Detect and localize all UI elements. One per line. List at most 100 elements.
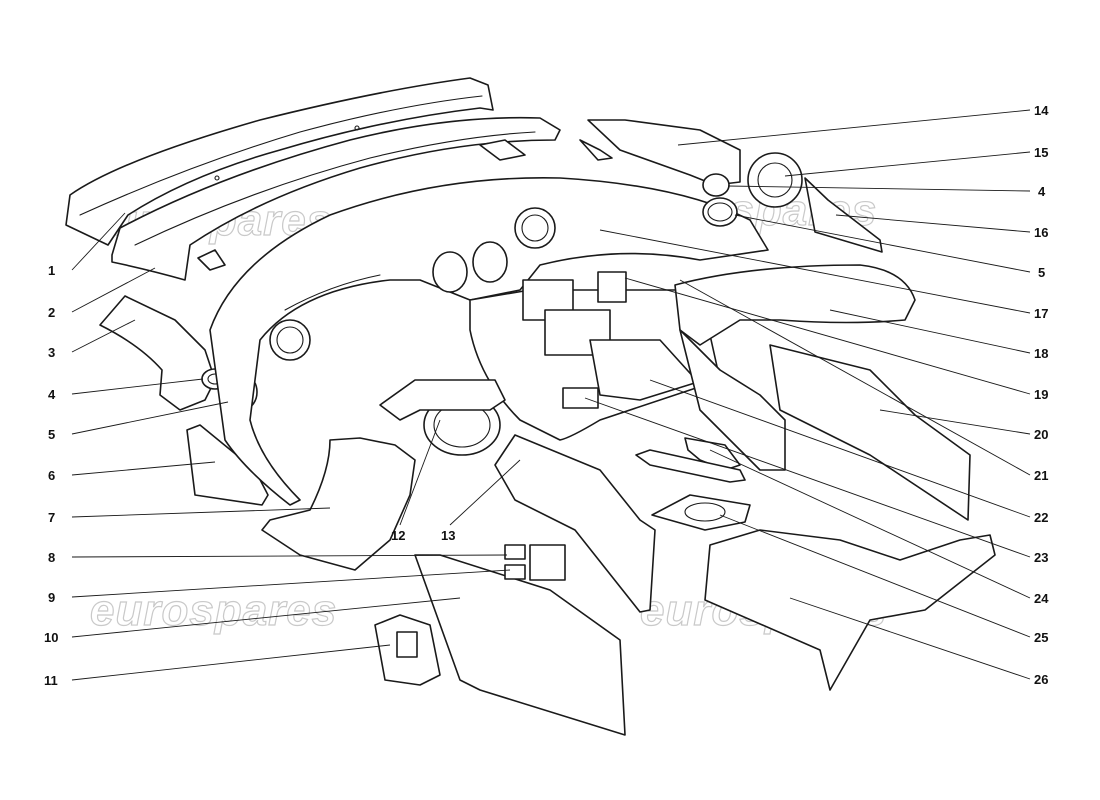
callout-17: 17 [1034, 306, 1048, 321]
leader-3 [71, 319, 136, 353]
callout-26: 26 [1034, 672, 1048, 687]
leader-lines [71, 109, 1031, 681]
console-square-vent [597, 271, 627, 303]
leader-26 [789, 597, 1031, 680]
callouts-left: 1 2 3 4 5 6 7 8 9 10 11 [44, 263, 58, 688]
instrument-bracket [379, 379, 506, 421]
callouts-right: 14 15 4 16 5 17 18 19 20 21 22 23 24 25 … [1034, 103, 1049, 687]
callout-18: 18 [1034, 346, 1048, 361]
callout-13: 13 [441, 528, 455, 543]
callout-22: 22 [1034, 510, 1048, 525]
center-tunnel-panel [494, 434, 656, 613]
callout-23: 23 [1034, 550, 1048, 565]
callout-25: 25 [1034, 630, 1048, 645]
callout-12: 12 [391, 528, 405, 543]
callout-7: 7 [48, 510, 55, 525]
leader-5-right [734, 214, 1031, 273]
leader-5-left [71, 401, 229, 435]
callout-6: 6 [48, 468, 55, 483]
leader-1 [71, 212, 126, 271]
leader-11 [71, 644, 391, 681]
console-gear-panel [589, 339, 699, 401]
gauge-pod-1 [432, 251, 468, 293]
right-side-vent-panel [804, 177, 883, 253]
callout-21: 21 [1034, 468, 1048, 483]
leader-4-left [71, 378, 204, 395]
leader-16 [835, 214, 1031, 233]
leader-15 [784, 151, 1031, 177]
leader-6 [71, 461, 216, 476]
glovebox-lid [769, 344, 971, 521]
connector-8 [504, 544, 526, 560]
cover-screw-1 [214, 175, 220, 181]
leader-13 [449, 459, 521, 526]
right-upper-trim [587, 119, 741, 186]
leader-14 [677, 109, 1031, 146]
callout-5-left: 5 [48, 427, 55, 442]
console-switch-23 [562, 387, 599, 409]
left-dash-vent-inner [276, 326, 304, 354]
callout-5-right: 5 [1038, 265, 1045, 280]
dashboard-top-cover-edge [79, 95, 483, 216]
callout-10: 10 [44, 630, 58, 645]
leader-2 [71, 267, 156, 313]
dashboard-top-cover [65, 77, 494, 246]
leader-22 [649, 379, 1031, 518]
leader-25 [719, 514, 1031, 638]
leader-23 [584, 397, 1031, 558]
gauge-pod-2 [472, 241, 508, 283]
right-lower-panel [704, 529, 996, 691]
left-air-duct [261, 437, 416, 571]
callout-4-right: 4 [1038, 184, 1046, 199]
callouts-center: 12 13 [391, 528, 455, 543]
dashboard-top-panel [111, 116, 561, 281]
left-dash-vent [269, 319, 311, 361]
center-dash-vent-inner [521, 214, 549, 242]
speaker-plate [651, 494, 751, 531]
leader-12 [399, 419, 441, 526]
handle-rail [635, 449, 746, 483]
leader-8 [71, 554, 508, 558]
callout-20: 20 [1034, 427, 1048, 442]
callout-2: 2 [48, 305, 55, 320]
leader-24 [709, 449, 1031, 599]
cover-screw-2 [354, 125, 360, 131]
left-lower-trim [186, 424, 269, 506]
right-vent-large [747, 152, 803, 208]
callout-11: 11 [44, 673, 58, 688]
connector-9 [504, 564, 526, 580]
callout-14: 14 [1034, 103, 1049, 118]
callout-3: 3 [48, 345, 55, 360]
leader-20 [879, 409, 1031, 435]
right-trim-bracket [579, 139, 613, 161]
callout-19: 19 [1034, 387, 1048, 402]
speaker-plate-hole [684, 502, 726, 522]
callout-9: 9 [48, 590, 55, 605]
center-dash-vent [514, 207, 556, 249]
leader-4-right [727, 185, 1031, 192]
callout-16: 16 [1034, 225, 1048, 240]
leader-10 [71, 597, 461, 638]
footwell-box-opening [396, 631, 418, 658]
panel-bracket-1 [197, 249, 226, 271]
connector-housing [529, 544, 566, 581]
right-vent-large-inner [757, 162, 793, 198]
left-side-vent-panel [99, 295, 216, 411]
leader-7 [71, 507, 331, 518]
leader-9 [71, 569, 511, 598]
callout-8: 8 [48, 550, 55, 565]
lower-kick-panel [414, 554, 626, 736]
callout-4-left: 4 [48, 387, 56, 402]
right-vent-ring-inner [707, 202, 733, 222]
right-round-vent [702, 173, 730, 197]
panel-bracket-2 [479, 139, 526, 161]
callout-1: 1 [48, 263, 55, 278]
main-dashboard-body [209, 176, 769, 506]
callout-24: 24 [1034, 591, 1049, 606]
dashboard-top-panel-groove [134, 131, 536, 246]
callout-15: 15 [1034, 145, 1048, 160]
leader-21 [679, 279, 1031, 476]
glovebox-body [679, 329, 786, 471]
